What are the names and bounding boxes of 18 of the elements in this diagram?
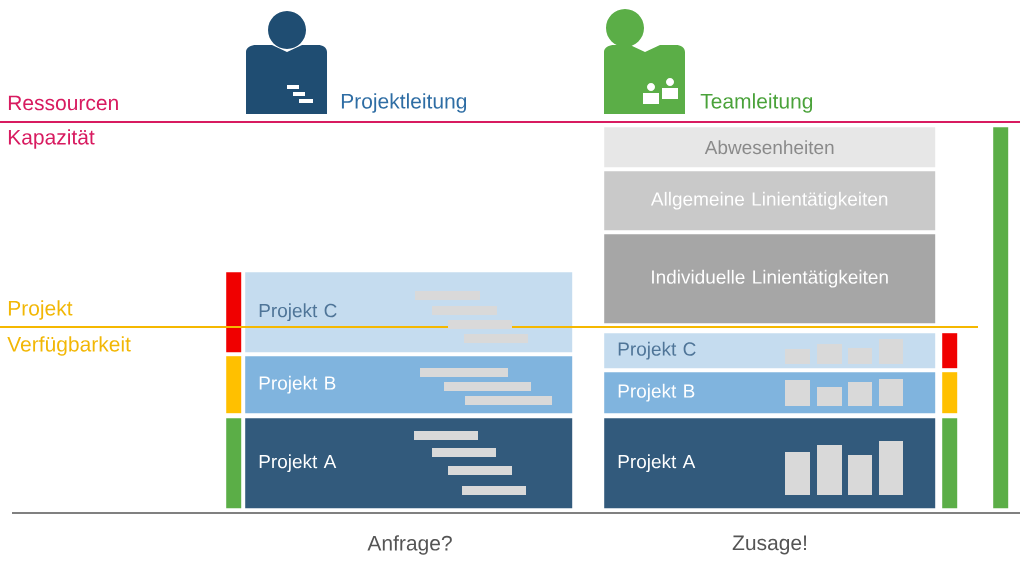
status-bar: [942, 372, 958, 414]
status-bar: [226, 272, 242, 353]
task-box: Projekt A: [245, 418, 573, 509]
task-box: Individuelle Linientätigkeiten: [604, 234, 936, 324]
status-bar: [942, 333, 958, 369]
status-bar: [226, 356, 242, 414]
task-box: Abwesenheiten: [604, 127, 936, 168]
status-bar: [993, 127, 1009, 509]
label: Ressourcen: [8, 95, 118, 111]
label: Zusage!: [732, 535, 806, 555]
status-bar: [942, 418, 958, 509]
label: Projektleitung: [341, 93, 467, 113]
status-bar: [226, 418, 242, 509]
label: Teamleitung: [700, 93, 813, 113]
label: Projekt: [8, 300, 73, 320]
label: Anfrage?: [367, 535, 452, 555]
label: Kapazität: [8, 129, 95, 149]
label: Verfügbarkeit: [7, 336, 131, 356]
